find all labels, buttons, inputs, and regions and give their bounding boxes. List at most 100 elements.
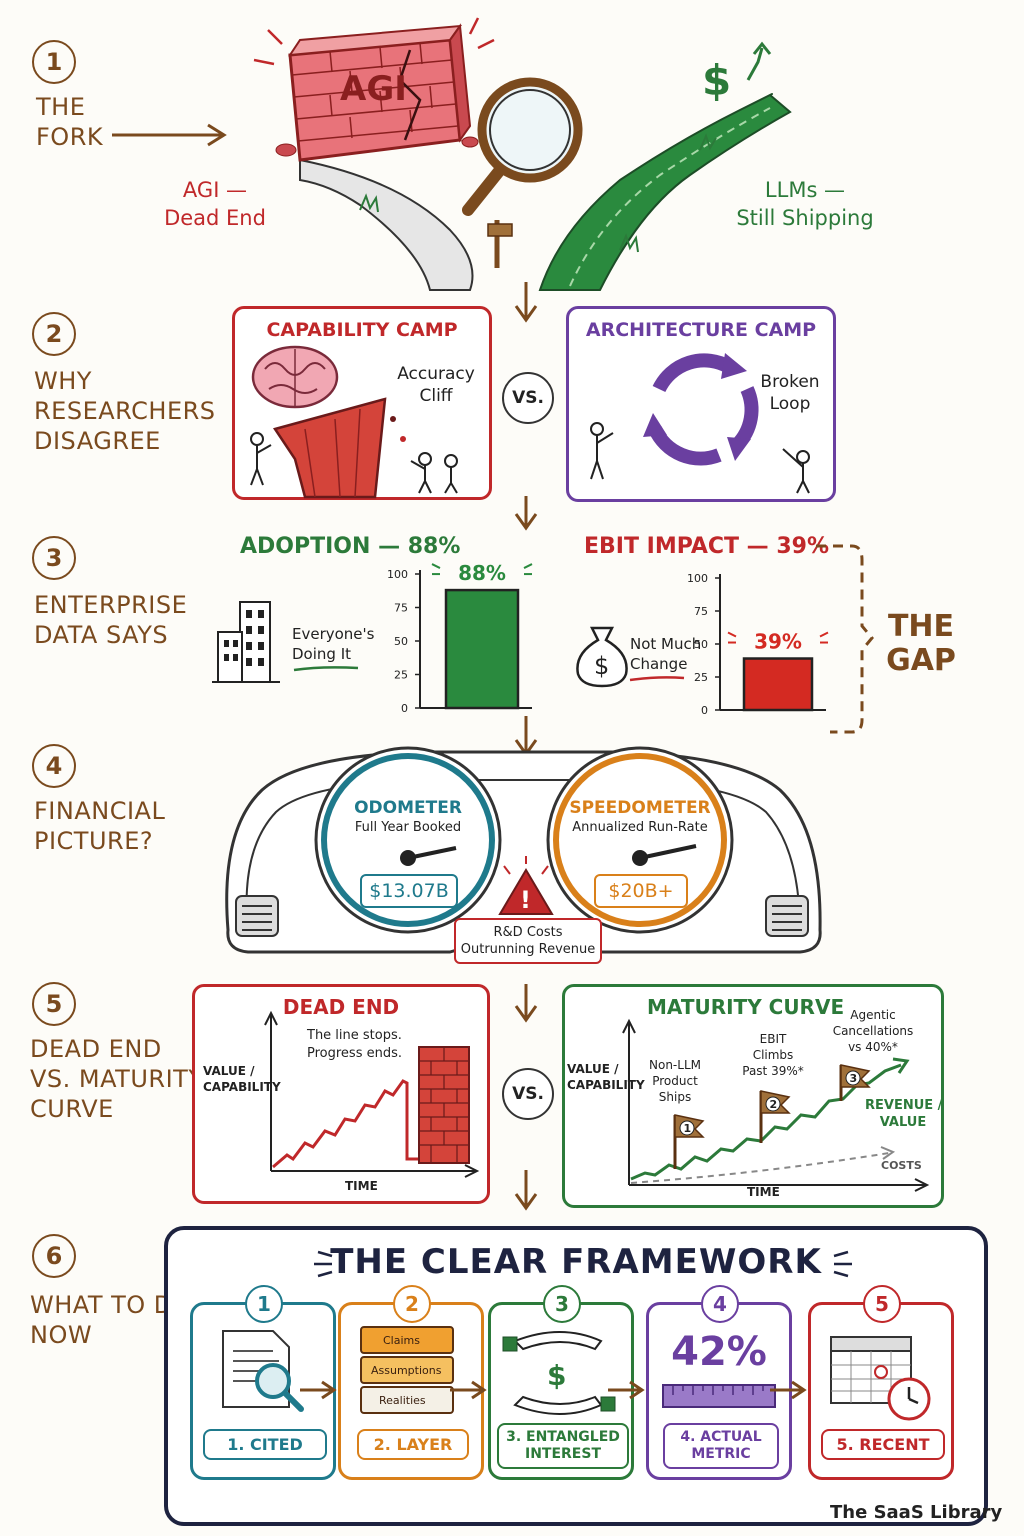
ebit-bar-chart: 0 25 50 75 100 39% xyxy=(687,572,829,717)
step-1-number: 1 xyxy=(32,40,76,84)
hands-money-icon: $ xyxy=(502,1331,616,1415)
card-2-number: 2 xyxy=(393,1285,431,1323)
footer-brand: The SaaS Library xyxy=(830,1502,1003,1523)
odometer-subtitle: Full Year Booked xyxy=(354,820,462,835)
metric-value: 42% xyxy=(671,1329,767,1375)
maturity-ylabel: VALUE / CAPABILITY xyxy=(567,1062,645,1092)
y-tick-label: 0 xyxy=(701,704,708,717)
card-5-label: 5. RECENT xyxy=(821,1429,945,1460)
label-accent xyxy=(523,563,533,569)
maturity-curve-title: MATURITY CURVE xyxy=(647,995,845,1019)
vs-badge-camps: VS. xyxy=(502,372,554,424)
layer-realities: Realities xyxy=(379,1394,426,1407)
not-much-change-caption: Not Much Change xyxy=(630,635,702,673)
flag-1-note: Non-LLM Product Ships xyxy=(649,1058,701,1104)
label-accent xyxy=(431,563,441,569)
capability-camp-box: CAPABILITY CAMP Accuracy Cliff xyxy=(232,306,492,500)
office-building-icon xyxy=(212,601,280,683)
bar xyxy=(444,588,520,710)
dead-end-chart xyxy=(264,1010,480,1178)
bar-data-label: 88% xyxy=(458,561,506,585)
caption-underline-red xyxy=(629,676,685,682)
broken-loop-illustration xyxy=(590,353,810,494)
everyones-doing-it-caption: Everyone's Doing It xyxy=(292,625,375,663)
dead-end-box: DEAD END The line stops. Progress ends. … xyxy=(192,984,490,1204)
label-accent xyxy=(819,631,829,638)
y-tick-label: 75 xyxy=(694,605,708,618)
money-bag-icon: $ xyxy=(576,626,628,688)
y-tick-label: 75 xyxy=(394,602,408,615)
label-accent xyxy=(727,631,737,638)
step-4-number: 4 xyxy=(32,744,76,788)
dead-end-xlabel: TIME xyxy=(345,1179,378,1193)
speedometer-subtitle: Annualized Run-Rate xyxy=(572,820,708,835)
stick-figure-left xyxy=(250,432,272,486)
dead-end-title: DEAD END xyxy=(282,995,400,1019)
y-tick-label: 25 xyxy=(694,671,708,684)
bar xyxy=(742,657,814,712)
architecture-camp-box: ARCHITECTURE CAMP Broken Loop xyxy=(566,306,836,502)
stick-figure-arch-right xyxy=(782,448,810,494)
agi-dead-end-label: AGI — Dead End xyxy=(164,178,266,230)
caption-underline-green xyxy=(293,666,359,672)
maturity-curve-box: MATURITY CURVE VALUE / CAPABILITY TIME N… xyxy=(562,984,944,1208)
maturity-xlabel: TIME xyxy=(747,1185,780,1199)
brick-wall-icon xyxy=(418,1046,470,1164)
magnifying-glass-icon xyxy=(462,77,583,216)
dollar-icon: $ xyxy=(702,56,731,105)
gap-bracket xyxy=(816,544,874,734)
card-3-label: 3. ENTANGLED INTEREST xyxy=(497,1423,629,1469)
ruler-icon xyxy=(662,1384,776,1408)
agi-wall-label: AGI xyxy=(340,69,407,109)
ebit-impact-title: EBIT IMPACT — 39% xyxy=(584,534,829,559)
flag-1-number: 1 xyxy=(684,1122,692,1135)
left-vent-icon xyxy=(235,895,279,937)
speedometer-value: $20B+ xyxy=(594,874,688,908)
svg-text:$: $ xyxy=(547,1359,566,1392)
y-tick-label: 25 xyxy=(394,669,408,682)
step-2-title: WHY RESEARCHERS DISAGREE xyxy=(34,367,216,455)
vs-badge-curves: VS. xyxy=(502,1068,554,1120)
flag-2-number: 2 xyxy=(770,1098,778,1111)
framework-title: THE CLEAR FRAMEWORK xyxy=(330,1242,822,1282)
step-3-title: ENTERPRISE DATA SAYS xyxy=(34,591,188,649)
layer-claims: Claims xyxy=(383,1334,420,1347)
stick-figure-arch-left xyxy=(590,422,614,480)
y-tick-label: 50 xyxy=(394,635,408,648)
odometer-value: $13.07B xyxy=(360,874,458,908)
card-4-number: 4 xyxy=(701,1285,739,1323)
flag-2-note: EBIT Climbs Past 39%* xyxy=(742,1032,804,1078)
step-3-number: 3 xyxy=(32,536,76,580)
y-tick-label: 0 xyxy=(401,702,408,715)
bar-data-label: 39% xyxy=(754,630,802,654)
the-gap-label: THE GAP xyxy=(886,609,956,678)
step-1-title: THE FORK xyxy=(36,93,104,151)
card-2-label: 2. LAYER xyxy=(357,1429,469,1460)
dead-end-note: The line stops. Progress ends. xyxy=(307,1028,403,1061)
dead-end-ylabel: VALUE / CAPABILITY xyxy=(203,1064,281,1094)
warning-icon: ! xyxy=(498,856,554,915)
y-tick-label: 50 xyxy=(694,638,708,651)
y-tick-label: 100 xyxy=(687,572,708,585)
fork-illustration: AGI $ xyxy=(112,17,792,291)
cited-document-icon xyxy=(222,1330,304,1412)
maturity-chart: 1 2 3 xyxy=(622,1018,930,1192)
right-vent-icon xyxy=(765,895,809,937)
speedometer-title: SPEEDOMETER xyxy=(569,798,711,818)
brain-icon xyxy=(251,345,339,409)
framework-title-accents xyxy=(314,1250,852,1278)
cliff-illustration xyxy=(250,345,458,499)
accuracy-cliff-note: Accuracy Cliff xyxy=(397,364,475,406)
card-3-number: 3 xyxy=(543,1285,581,1323)
growth-arrow-icon xyxy=(746,41,772,81)
architecture-camp-title: ARCHITECTURE CAMP xyxy=(585,319,817,341)
odometer-title: ODOMETER xyxy=(354,798,462,818)
card-4-label: 4. ACTUAL METRIC xyxy=(663,1423,779,1469)
flag-3-note: Agentic Cancellations vs 40%* xyxy=(832,1008,914,1054)
rd-costs-warning: R&D Costs Outrunning Revenue xyxy=(454,918,602,964)
capability-camp-title: CAPABILITY CAMP xyxy=(266,319,458,341)
dead-end-line xyxy=(272,1079,421,1169)
